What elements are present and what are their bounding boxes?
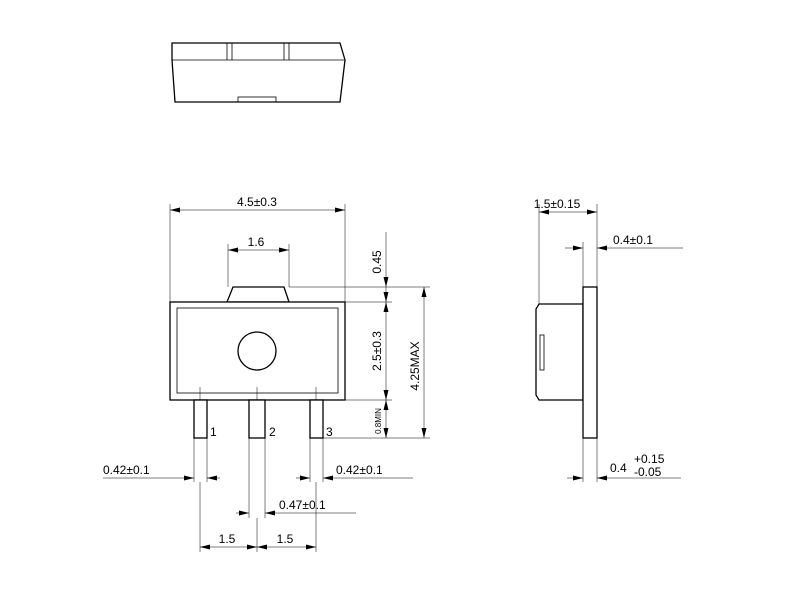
front-dimension-lines [103, 204, 430, 552]
lead-2 [248, 399, 266, 439]
dim-lead-width-right: 0.42±0.1 [336, 463, 383, 477]
dim-thickness: 1.5±0.15 [534, 197, 581, 211]
dim-total-height: 4.25MAX [408, 341, 422, 390]
dim-tab-thickness-value: 0.4 [610, 461, 627, 475]
dim-tab-thickness-tol-plus: +0.15 [634, 452, 665, 466]
dim-tab-height: 0.45 [370, 250, 384, 274]
dim-pitch-left: 1.5 [219, 532, 236, 546]
dim-lead-width-left: 0.42±0.1 [103, 463, 150, 477]
lead-1 [193, 399, 208, 439]
pin-label-3: 3 [326, 425, 333, 439]
top-view [171, 42, 346, 103]
pin-label-1: 1 [210, 425, 217, 439]
dim-lead-length: 0.8MIN [374, 408, 383, 434]
lead-3 [309, 399, 324, 439]
dim-pitch-right: 1.5 [277, 532, 294, 546]
dim-body-height: 2.5±0.3 [370, 331, 384, 371]
dim-body-width: 4.5±0.3 [237, 195, 277, 209]
pin-label-2: 2 [269, 425, 276, 439]
dim-lead-width-center: 0.47±0.1 [279, 498, 326, 512]
dim-tab-thickness-tol-minus: -0.05 [634, 465, 662, 479]
side-tab [582, 286, 598, 439]
front-view [169, 286, 346, 439]
dim-lead-thickness: 0.4±0.1 [613, 233, 653, 247]
dim-tab-width: 1.6 [248, 235, 265, 249]
side-view [535, 286, 598, 439]
mounting-hole [237, 331, 277, 371]
side-dimension-lines [538, 204, 683, 482]
